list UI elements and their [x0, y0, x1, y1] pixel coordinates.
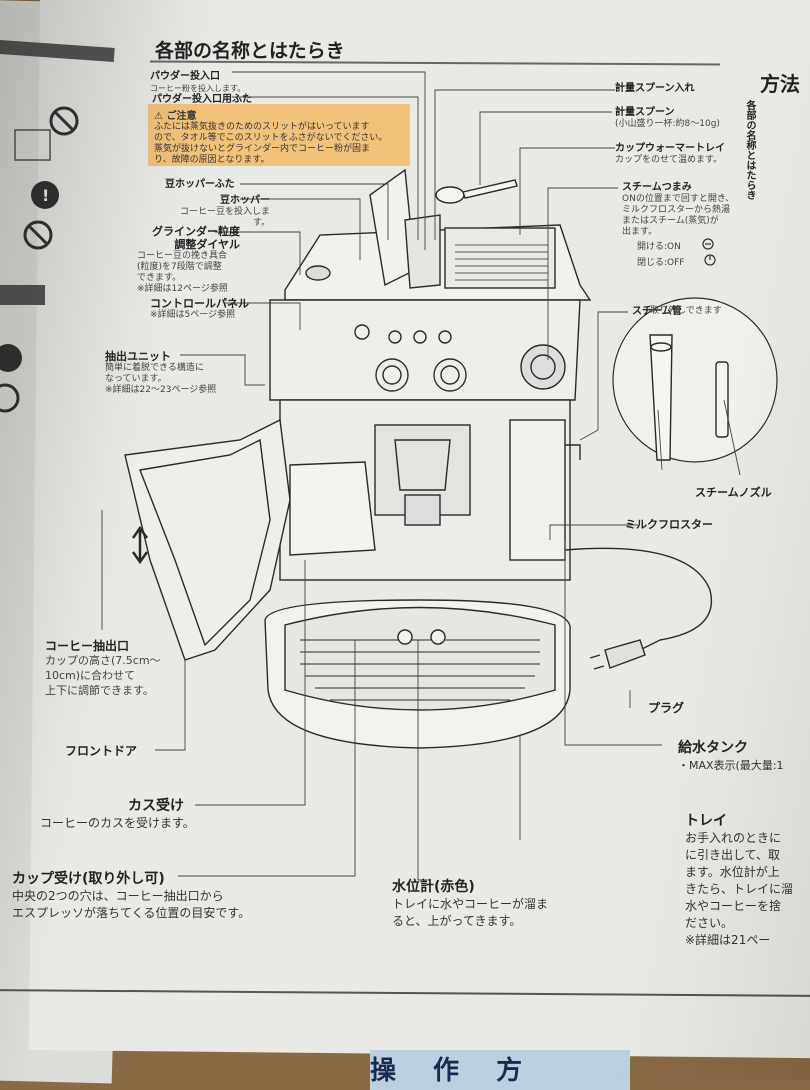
water-gauge-label: 水位計(赤色) トレイに水やコーヒーが溜ま ると、上がってきます。	[392, 879, 549, 928]
tray-label: トレイ お手入れのときに に引き出して、取 ます。水位計が上 きたら、トレイに溜…	[685, 813, 794, 947]
grind-dial-label: グラインダー粒度 調整ダイヤル コーヒー豆の挽き具合 (粒度)を7段階で調整 で…	[137, 225, 240, 294]
milk-frother-label: ミルクフロスター	[625, 518, 713, 531]
plug-label: プラグ	[648, 701, 685, 715]
front-door-label: フロントドア	[65, 744, 138, 758]
steam-nozzle-label: スチームノズル	[695, 486, 772, 499]
left-page-icons: !	[0, 40, 115, 413]
cup-rest-label: カップ受け(取り外し可) 中央の2つの穴は、コーヒー抽出口から エスプレッソが落…	[12, 871, 251, 920]
coffee-outlet-label: コーヒー抽出口 カップの高さ(7.5cm〜 10cm)に合わせて 上下に調節でき…	[45, 639, 161, 698]
warning-box: ⚠ ご注意 ふたには蒸気抜きのためのスリットがはいっています ので、タオル等でこ…	[148, 104, 410, 166]
side-index-tab: 各部の名称とはたらき	[744, 100, 755, 200]
grounds-container-label: カス受け コーヒーのカスを受けます。	[40, 798, 195, 830]
warning-text: ふたには蒸気抜きのためのスリットがはいっています ので、タオル等でこのスリットを…	[154, 122, 388, 165]
right-page-heading: 方法	[760, 72, 800, 96]
warning-title: ⚠ ご注意	[154, 111, 197, 122]
next-page-banner: 操 作 方	[370, 1050, 630, 1090]
bean-hopper-label: 豆ホッパー コーヒー豆を投入します。	[179, 195, 270, 228]
removable-note: 取り外しできます	[650, 306, 722, 316]
measuring-spoon-label: 計量スプーン (小山盛り一杯:約8〜10g)	[615, 107, 720, 129]
measuring-spoon-holder-label: 計量スプーン入れ	[615, 83, 695, 94]
svg-text:!: !	[42, 186, 49, 205]
brew-unit-label: 抽出ユニット 簡単に着脱できる構造に なっています。 ※詳細は22〜23ページ参…	[105, 350, 217, 395]
water-tank-label: 給水タンク ・MAX表示(最大量:1	[678, 740, 784, 772]
steam-pipe-label: スチーム管	[632, 306, 682, 317]
steam-knob-label: スチームつまみ ONの位置まで回すと開き、 ミルクフロスターから熱湯 またはスチ…	[622, 182, 735, 268]
control-panel-label: コントロールパネル ※詳細は5ページ参照	[150, 297, 249, 320]
page-title: 各部の名称とはたらき	[155, 40, 345, 62]
bean-hopper-lid-label: 豆ホッパーふた	[165, 179, 235, 190]
powder-inlet-lid-label: パウダー投入口用ふた	[152, 94, 252, 105]
cup-warmer-label: カップウォーマートレイ カップをのせて温めます。	[615, 143, 725, 165]
powder-inlet-label: パウダー投入口 コーヒー粉を投入します。	[150, 71, 246, 93]
